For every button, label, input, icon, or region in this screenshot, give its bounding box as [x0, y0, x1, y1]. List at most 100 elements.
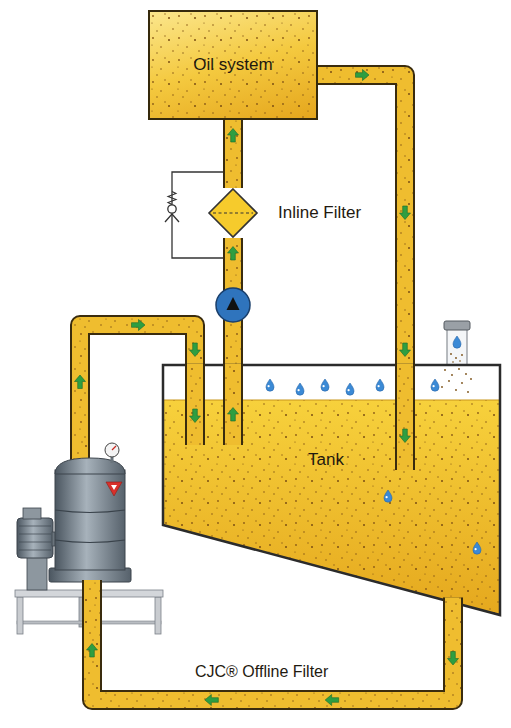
pipe-dirt — [225, 120, 241, 188]
valve-spring — [168, 192, 176, 205]
pipe-stub-dirt — [84, 580, 100, 636]
water-drop — [431, 379, 439, 391]
valve-seat — [165, 214, 179, 222]
tank-oil — [163, 400, 500, 615]
breather-cap — [444, 321, 470, 330]
water-drop — [473, 542, 481, 554]
pipe-connector — [87, 615, 459, 706]
flow-arrow — [400, 429, 411, 443]
pipe-oil — [225, 120, 241, 188]
inline-filter-diamond: Inline Filter — [208, 188, 258, 238]
pipe-stub-oil — [187, 364, 203, 445]
node-label: CJC® Offline Filter — [195, 662, 328, 682]
pipe-wall — [223, 120, 243, 188]
pipe-stub-dirt — [187, 364, 203, 445]
housing-rib — [55, 510, 125, 513]
tank-outline — [163, 365, 500, 615]
filter-diamond-shape — [209, 189, 257, 237]
pipe-stub — [223, 364, 243, 445]
dirt-dot — [451, 374, 453, 376]
pipe-stub-oil — [84, 580, 100, 636]
flow-arrow — [448, 652, 459, 666]
node-label: Tank — [308, 450, 344, 470]
water-drop — [296, 383, 304, 395]
pipe-stub-oil — [445, 597, 461, 616]
filter-element-line — [213, 212, 253, 213]
water-drop — [266, 379, 274, 391]
dirt-dot — [461, 354, 463, 356]
motor-bracket — [27, 556, 47, 590]
water-drop-shine — [298, 389, 300, 391]
flow-arrow — [190, 343, 201, 357]
motor-body — [17, 518, 53, 558]
tank-box: Tank — [163, 365, 500, 615]
pipe-wall — [92, 615, 453, 700]
water-drop-shine — [475, 548, 477, 550]
brand-mark — [106, 482, 122, 496]
node-label: Oil system — [193, 55, 272, 75]
motor-fin — [19, 534, 51, 535]
filter-diamond-shape — [208, 188, 258, 238]
pipe-stub — [443, 597, 463, 616]
breather-body — [447, 329, 467, 366]
oil-level — [164, 400, 499, 401]
pipe-stub-dirt — [445, 597, 461, 616]
tank-air — [163, 365, 500, 615]
water-drop — [346, 383, 354, 395]
dirt-dot — [444, 369, 446, 371]
pressure-gauge — [105, 443, 119, 457]
oil-system-box: Oil system — [148, 10, 318, 120]
offline-filter-drawing — [15, 440, 165, 635]
water-drop — [376, 379, 384, 391]
flow-arrow — [400, 206, 411, 220]
flow-arrow — [356, 70, 370, 81]
flow-arrow — [190, 409, 201, 423]
pump-symbol — [216, 288, 250, 322]
dirt-dot — [452, 361, 454, 363]
dirt-dot — [458, 368, 460, 370]
housing-dome — [55, 458, 125, 474]
pipe-stub — [395, 364, 415, 470]
pipe-connector — [228, 120, 239, 188]
dirt-dot — [467, 391, 469, 393]
water-drop-shine — [323, 385, 325, 387]
flow-arrow — [75, 375, 86, 389]
pipe-stub-dirt — [225, 364, 241, 445]
pipe-oil — [92, 615, 453, 700]
breather — [444, 321, 470, 366]
oil-dirt — [150, 12, 316, 118]
water-drop-shine — [378, 385, 380, 387]
water-drop-shine — [433, 385, 435, 387]
pipe-stub-dirt — [397, 364, 413, 470]
motor-fin — [19, 542, 51, 543]
water-drop-shine — [268, 385, 270, 387]
stand-leg — [17, 597, 23, 634]
pipe-stub-oil — [397, 364, 413, 470]
dirt-dot — [448, 380, 450, 382]
dirt-dot — [465, 373, 467, 375]
stand-leg — [155, 597, 161, 634]
dirt-dot — [455, 389, 457, 391]
pipe-stub — [185, 364, 205, 445]
pump-circle — [216, 288, 250, 322]
tank-shape — [163, 365, 500, 615]
flow-arrow — [400, 343, 411, 357]
water-drop-shine — [348, 389, 350, 391]
tank-dirt — [163, 400, 500, 615]
pipe-dirt — [92, 615, 453, 700]
water-drop — [453, 336, 461, 348]
node-label: Inline Filter — [278, 203, 361, 223]
dirt-dot — [459, 360, 461, 362]
pipe-stub-oil — [225, 364, 241, 445]
dirt-dot — [450, 353, 452, 355]
dirt-dot — [441, 386, 443, 388]
valve-ball — [168, 205, 176, 213]
gauge-needle — [112, 446, 116, 450]
flow-arrow — [228, 247, 239, 261]
pipe-stub — [82, 580, 102, 636]
check-valve-symbol — [165, 192, 179, 223]
flow-arrow — [325, 695, 339, 706]
flow-arrow — [132, 320, 146, 331]
motor-terminal-box — [23, 508, 41, 519]
